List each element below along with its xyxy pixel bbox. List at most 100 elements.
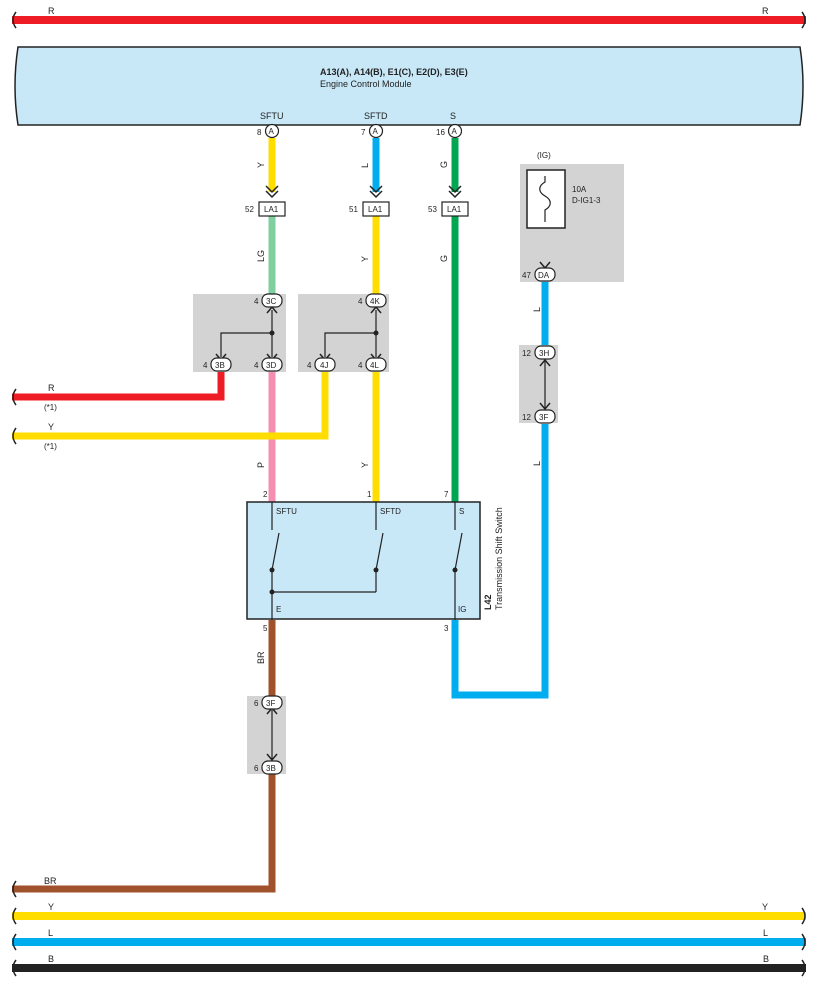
junction-3d: 4 3D	[254, 357, 283, 372]
svg-text:3C: 3C	[266, 297, 276, 306]
switch-pin-ig: 3	[444, 624, 449, 633]
switch-pin-sftd: 1	[367, 490, 372, 499]
ecm-pin-s-connector: A	[452, 127, 458, 136]
bus-br-label: BR	[44, 876, 57, 886]
svg-text:12: 12	[522, 413, 531, 422]
junction-block-sftd-branch	[324, 332, 376, 357]
switch-name: Transmission Shift Switch	[494, 507, 504, 610]
code-sftd-low: Y	[360, 462, 370, 468]
la1-sftd-label: LA1	[368, 205, 383, 214]
code-sftu-low: P	[256, 462, 266, 468]
code-ig-low: L	[532, 461, 542, 466]
switch-contact-sftd	[373, 567, 379, 573]
svg-text:4: 4	[358, 361, 363, 370]
svg-text:4: 4	[254, 361, 259, 370]
ecm-pin-sftu-signal: SFTU	[260, 111, 284, 121]
la1-sftu-label: LA1	[264, 205, 279, 214]
svg-text:6: 6	[254, 699, 259, 708]
ecm-pin-sftd: 7 A	[361, 123, 384, 139]
svg-text:3D: 3D	[266, 361, 276, 370]
top-r-bus-label-left: R	[48, 6, 55, 16]
bus-y-label-right: Y	[762, 902, 768, 912]
switch-terminal-sftu: SFTU	[276, 507, 297, 516]
wire-ig-low	[451, 424, 549, 699]
junction-3f-ig: 12 3F	[522, 409, 556, 424]
side-y-break	[12, 427, 17, 445]
code-ig-top: L	[532, 307, 542, 312]
ecm-box	[14, 46, 804, 126]
wire-side-r	[12, 372, 225, 401]
svg-text:3F: 3F	[266, 699, 275, 708]
junction-4j: 4 4J	[307, 357, 336, 372]
code-sftd-mid: Y	[360, 256, 370, 262]
bus-y-left-break	[12, 907, 17, 925]
code-ground: BR	[256, 651, 266, 664]
ecm-pin-sftu-number: 8	[257, 128, 262, 137]
junction-4l: 4 4L	[358, 357, 387, 372]
side-y-code: Y	[48, 422, 54, 432]
svg-text:3B: 3B	[266, 764, 276, 773]
code-sftu-mid: LG	[256, 250, 266, 262]
code-s-mid: G	[439, 255, 449, 262]
bus-l-label-right: L	[763, 928, 768, 938]
side-r-code: R	[48, 383, 55, 393]
wire-side-y	[12, 372, 329, 440]
svg-text:12: 12	[522, 349, 531, 358]
la1-s-label: LA1	[447, 205, 462, 214]
top-r-bus-left-break	[12, 11, 17, 29]
switch-node-e	[269, 589, 275, 595]
ecm-pin-s-number: 16	[436, 128, 445, 137]
la1-sftu: LA1 52	[245, 185, 286, 217]
side-y-note: (*1)	[44, 442, 57, 451]
junction-3c: 4 3C	[254, 293, 283, 308]
switch-terminal-sftd: SFTD	[380, 507, 401, 516]
fuse-rating: 10A	[572, 185, 587, 194]
svg-text:4J: 4J	[320, 361, 328, 370]
fuse-state: (IG)	[537, 151, 551, 160]
junction-3h: 12 3H	[522, 345, 556, 360]
switch-terminal-e: E	[276, 605, 281, 614]
switch-internal-circuit	[271, 502, 463, 620]
top-r-bus-right-break	[801, 11, 806, 29]
switch-code: L42	[483, 594, 493, 610]
bus-y-right-break	[801, 907, 806, 925]
svg-text:4: 4	[358, 297, 363, 306]
bus-br-break	[12, 880, 17, 898]
la1-sftd: LA1 51	[349, 185, 390, 217]
code-sftu-top: Y	[256, 162, 266, 168]
ecm-pin-sftd-signal: SFTD	[364, 111, 388, 121]
fuse-box	[526, 169, 566, 229]
switch-pin-s: 7	[444, 490, 449, 499]
top-r-bus-label-right: R	[762, 6, 769, 16]
svg-text:DA: DA	[538, 271, 550, 280]
wire-ground-lower	[12, 774, 276, 893]
bus-b-label-right: B	[763, 954, 769, 964]
la1-sftd-pin: 51	[349, 205, 358, 214]
bus-b-right-break	[801, 959, 806, 977]
fuse-name: D-IG1-3	[572, 196, 601, 205]
switch-pin-e: 5	[263, 624, 268, 633]
ecm-pin-sftd-number: 7	[361, 128, 366, 137]
junction-block-sftu-branch	[220, 332, 272, 357]
ecm-pin-sftu: 8 A	[257, 123, 280, 139]
bus-l-left-break	[12, 933, 17, 951]
bus-l-label-left: L	[48, 928, 53, 938]
switch-terminal-s: S	[459, 507, 464, 516]
junction-3b-ground: 6 3B	[254, 760, 283, 775]
svg-text:4K: 4K	[370, 297, 380, 306]
svg-text:47: 47	[522, 271, 531, 280]
switch-contact-sftu	[269, 567, 275, 573]
fuse-icon	[539, 176, 551, 222]
ecm-pin-sftd-connector: A	[373, 127, 379, 136]
junction-3b: 4 3B	[203, 357, 232, 372]
svg-text:3B: 3B	[215, 361, 225, 370]
code-s-top: G	[439, 161, 449, 168]
side-r-break	[12, 388, 17, 406]
switch-pin-sftu: 2	[263, 490, 268, 499]
la1-sftu-pin: 52	[245, 205, 254, 214]
bus-l-right-break	[801, 933, 806, 951]
svg-text:3H: 3H	[539, 349, 549, 358]
junction-4k: 4 4K	[358, 293, 387, 308]
svg-text:6: 6	[254, 764, 259, 773]
bus-b-label-left: B	[48, 954, 54, 964]
